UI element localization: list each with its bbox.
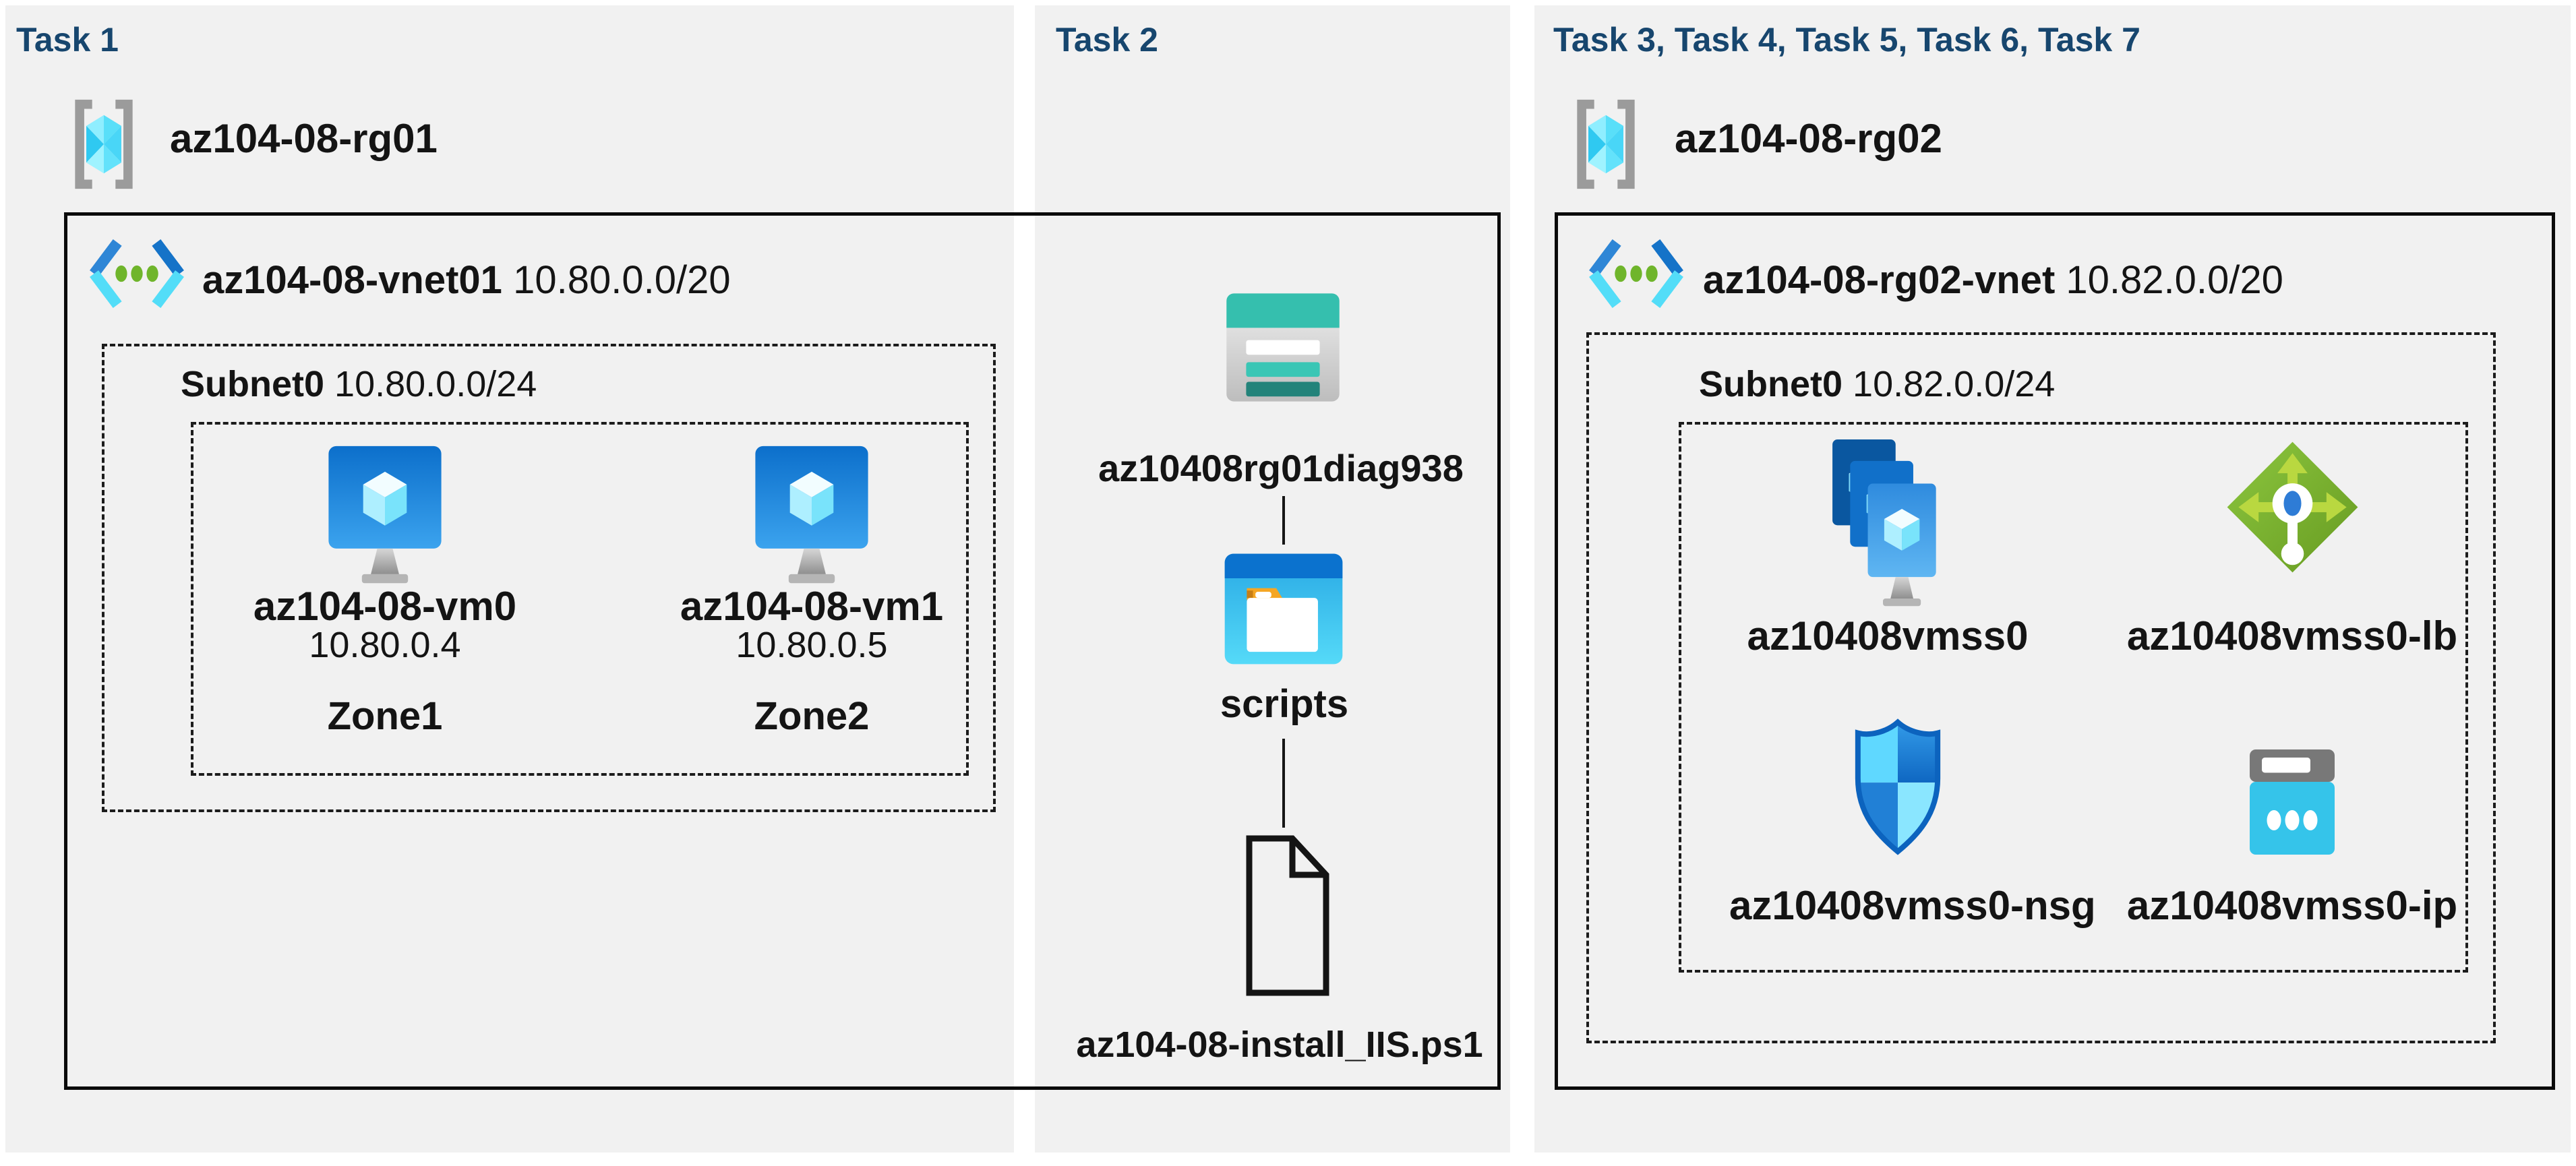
vm-scale-set-icon bbox=[1832, 439, 1936, 607]
connector-storage-scripts bbox=[1282, 496, 1285, 545]
virtual-network-icon bbox=[90, 239, 184, 308]
subnet0-right-label: Subnet0 10.82.0.0/24 bbox=[1699, 364, 2055, 404]
vm1-name: az104-08-vm1 bbox=[680, 584, 944, 629]
vnet02-box bbox=[1555, 212, 2555, 1090]
subnet0-left-cidr: 10.80.0.0/24 bbox=[334, 364, 537, 404]
resource-group-icon bbox=[1577, 99, 1635, 189]
task2-header: Task 2 bbox=[1056, 21, 1158, 59]
public-ip-icon bbox=[2250, 749, 2335, 855]
subnet0-left-name: Subnet0 bbox=[181, 364, 325, 404]
vnet02-name: az104-08-rg02-vnet bbox=[1703, 258, 2056, 302]
panel-task1 bbox=[5, 5, 1014, 1153]
rg02-label: az104-08-rg02 bbox=[1675, 116, 1942, 161]
subnet0-left-label: Subnet0 10.80.0.0/24 bbox=[181, 364, 537, 404]
scripts-label: scripts bbox=[1220, 682, 1349, 726]
storage-account-icon bbox=[1226, 293, 1340, 402]
vmss-ip-name: az10408vmss0-ip bbox=[2126, 883, 2458, 928]
vm0-zone: Zone1 bbox=[327, 694, 443, 738]
resource-group-icon bbox=[75, 99, 133, 189]
subnet0-right-cidr: 10.82.0.0/24 bbox=[1853, 364, 2056, 404]
subnet0-box-right bbox=[1586, 332, 2496, 1043]
vnet01-box bbox=[64, 212, 1501, 1090]
vm0-name: az104-08-vm0 bbox=[253, 584, 517, 629]
vmss-lb-name: az10408vmss0-lb bbox=[2126, 613, 2458, 658]
vmss-nsg-name: az10408vmss0-nsg bbox=[1729, 883, 2096, 928]
install-iis-file-label: az104-08-install_IIS.ps1 bbox=[1076, 1024, 1483, 1065]
virtual-network-icon bbox=[1589, 239, 1683, 308]
task1-header: Task 1 bbox=[16, 21, 119, 59]
panel-task3-7 bbox=[1534, 5, 2571, 1153]
vm0-ip: 10.80.0.4 bbox=[309, 625, 461, 665]
vnet01-label: az104-08-vnet01 10.80.0.0/20 bbox=[202, 259, 731, 302]
load-balancer-icon bbox=[2227, 441, 2358, 573]
vm1-ip: 10.80.0.5 bbox=[736, 625, 888, 665]
vnet02-label: az104-08-rg02-vnet 10.82.0.0/20 bbox=[1703, 259, 2283, 302]
scripts-folder-icon bbox=[1224, 553, 1343, 665]
rg01-label: az104-08-rg01 bbox=[170, 116, 438, 161]
virtual-machine-icon bbox=[755, 446, 868, 584]
storage-account-label: az10408rg01diag938 bbox=[1098, 447, 1464, 489]
ps1-file-icon bbox=[1246, 835, 1329, 996]
task3-7-header: Task 3, Task 4, Task 5, Task 6, Task 7 bbox=[1553, 21, 2140, 59]
subnet0-right-name: Subnet0 bbox=[1699, 364, 1843, 404]
vnet01-name: az104-08-vnet01 bbox=[202, 258, 502, 302]
connector-scripts-file bbox=[1282, 739, 1285, 828]
vm-zone-box bbox=[191, 422, 969, 776]
virtual-machine-icon bbox=[328, 446, 442, 584]
vmss-resources-box bbox=[1679, 422, 2468, 973]
network-security-group-icon bbox=[1855, 718, 1941, 855]
vmss-name: az10408vmss0 bbox=[1747, 613, 2029, 658]
vnet01-cidr: 10.80.0.0/20 bbox=[513, 258, 731, 302]
subnet0-box-left bbox=[102, 344, 996, 812]
vnet02-cidr: 10.82.0.0/20 bbox=[2066, 258, 2283, 302]
vm1-zone: Zone2 bbox=[754, 694, 870, 738]
